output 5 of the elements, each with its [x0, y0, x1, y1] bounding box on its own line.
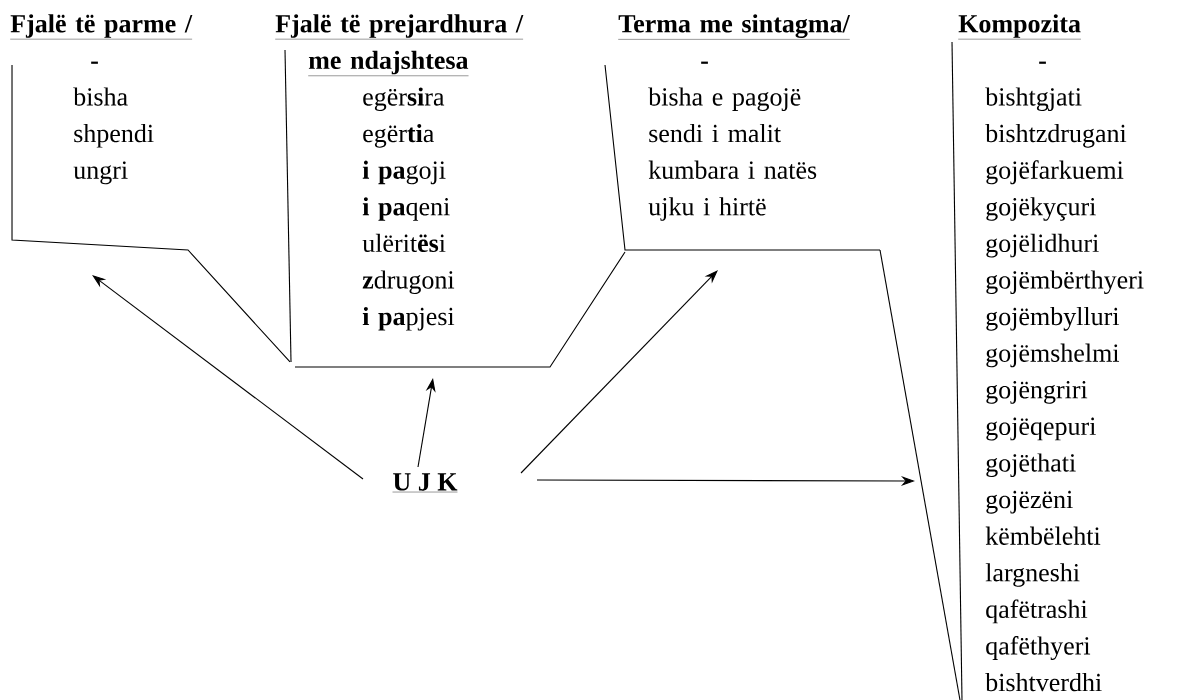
root-word: U J K: [392, 473, 458, 493]
arrow: [92, 275, 364, 480]
word-list-panel: Terma me sintagma/ - bisha e pagojë sendi i malit kumbara i natës ujku i hirtë: [604, 14, 881, 251]
arrow: [520, 270, 718, 474]
word-list-panel: Kompozita - bishtgjati bishtzdrugani gojëfarkuemi gojëkyçuri gojëlidhuri gojëmbërthyeri gojëmbylluri gojëmshelmi gojëngriri gojëqepuri gojëthati gojëzëni këmbëlehti largneshi qafëtrashi qafëthyeri bishtverdhi: [879, 14, 1144, 700]
